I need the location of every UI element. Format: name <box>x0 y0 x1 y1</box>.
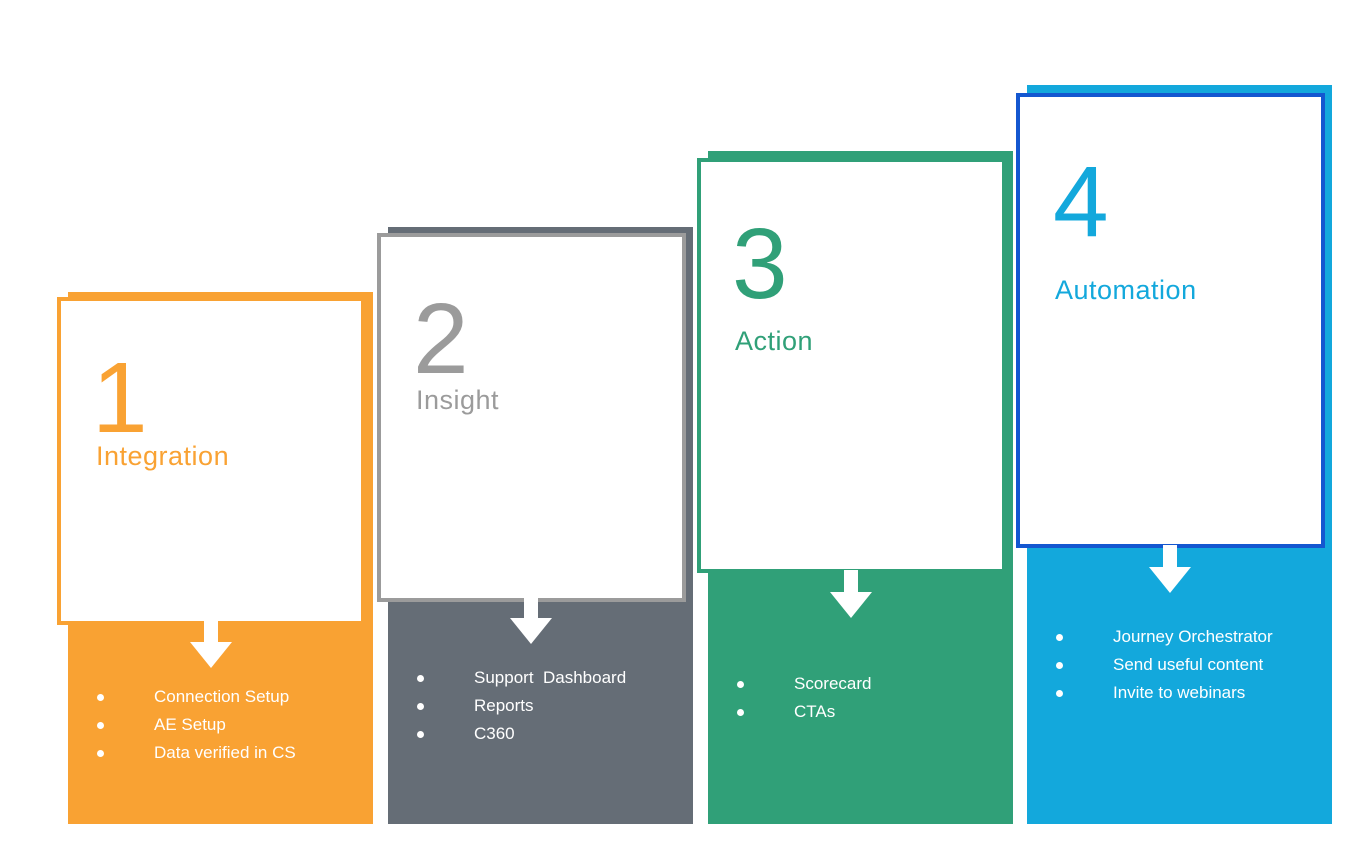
step-automation-title: Automation <box>1055 275 1197 305</box>
step-integration-number: 1 <box>92 342 148 454</box>
bullet-icon <box>417 703 424 710</box>
step-integration-card <box>57 297 365 625</box>
step-integration-list: Connection Setup AE Setup Data verified … <box>97 683 296 767</box>
bullet-icon <box>97 722 104 729</box>
list-item: Scorecard <box>737 670 871 698</box>
list-item: Support Dashboard <box>417 664 626 692</box>
list-item: CTAs <box>737 698 871 726</box>
step-insight-title: Insight <box>416 385 500 415</box>
list-item: Data verified in CS <box>97 739 296 767</box>
list-item: Connection Setup <box>97 683 296 711</box>
step-insight-card <box>377 233 686 602</box>
bullet-icon <box>1056 634 1063 641</box>
step-action-title: Action <box>735 326 814 356</box>
step-integration-title: Integration <box>96 441 230 471</box>
bullet-icon <box>737 681 744 688</box>
list-item: Send useful content <box>1056 651 1273 679</box>
list-item: AE Setup <box>97 711 296 739</box>
step-automation-number: 4 <box>1053 146 1109 258</box>
step-action-list: Scorecard CTAs <box>737 670 871 726</box>
step-insight-arrow-icon <box>510 596 552 644</box>
bullet-icon <box>417 731 424 738</box>
bullet-icon <box>737 709 744 716</box>
bullet-icon <box>417 675 424 682</box>
step-action-arrow-icon <box>830 570 872 618</box>
step-integration-arrow-icon <box>190 620 232 668</box>
bullet-icon <box>1056 662 1063 669</box>
step-automation-list: Journey Orchestrator Send useful content… <box>1056 623 1273 707</box>
step-insight-number: 2 <box>413 283 469 395</box>
bullet-icon <box>97 694 104 701</box>
step-automation-card <box>1016 93 1325 548</box>
list-item: Invite to webinars <box>1056 679 1273 707</box>
list-item: Reports <box>417 692 626 720</box>
step-insight-list: Support Dashboard Reports C360 <box>417 664 626 748</box>
list-item: Journey Orchestrator <box>1056 623 1273 651</box>
step-action-number: 3 <box>732 208 788 320</box>
bullet-icon <box>97 750 104 757</box>
list-item: C360 <box>417 720 626 748</box>
step-automation-arrow-icon <box>1149 545 1191 593</box>
bullet-icon <box>1056 690 1063 697</box>
